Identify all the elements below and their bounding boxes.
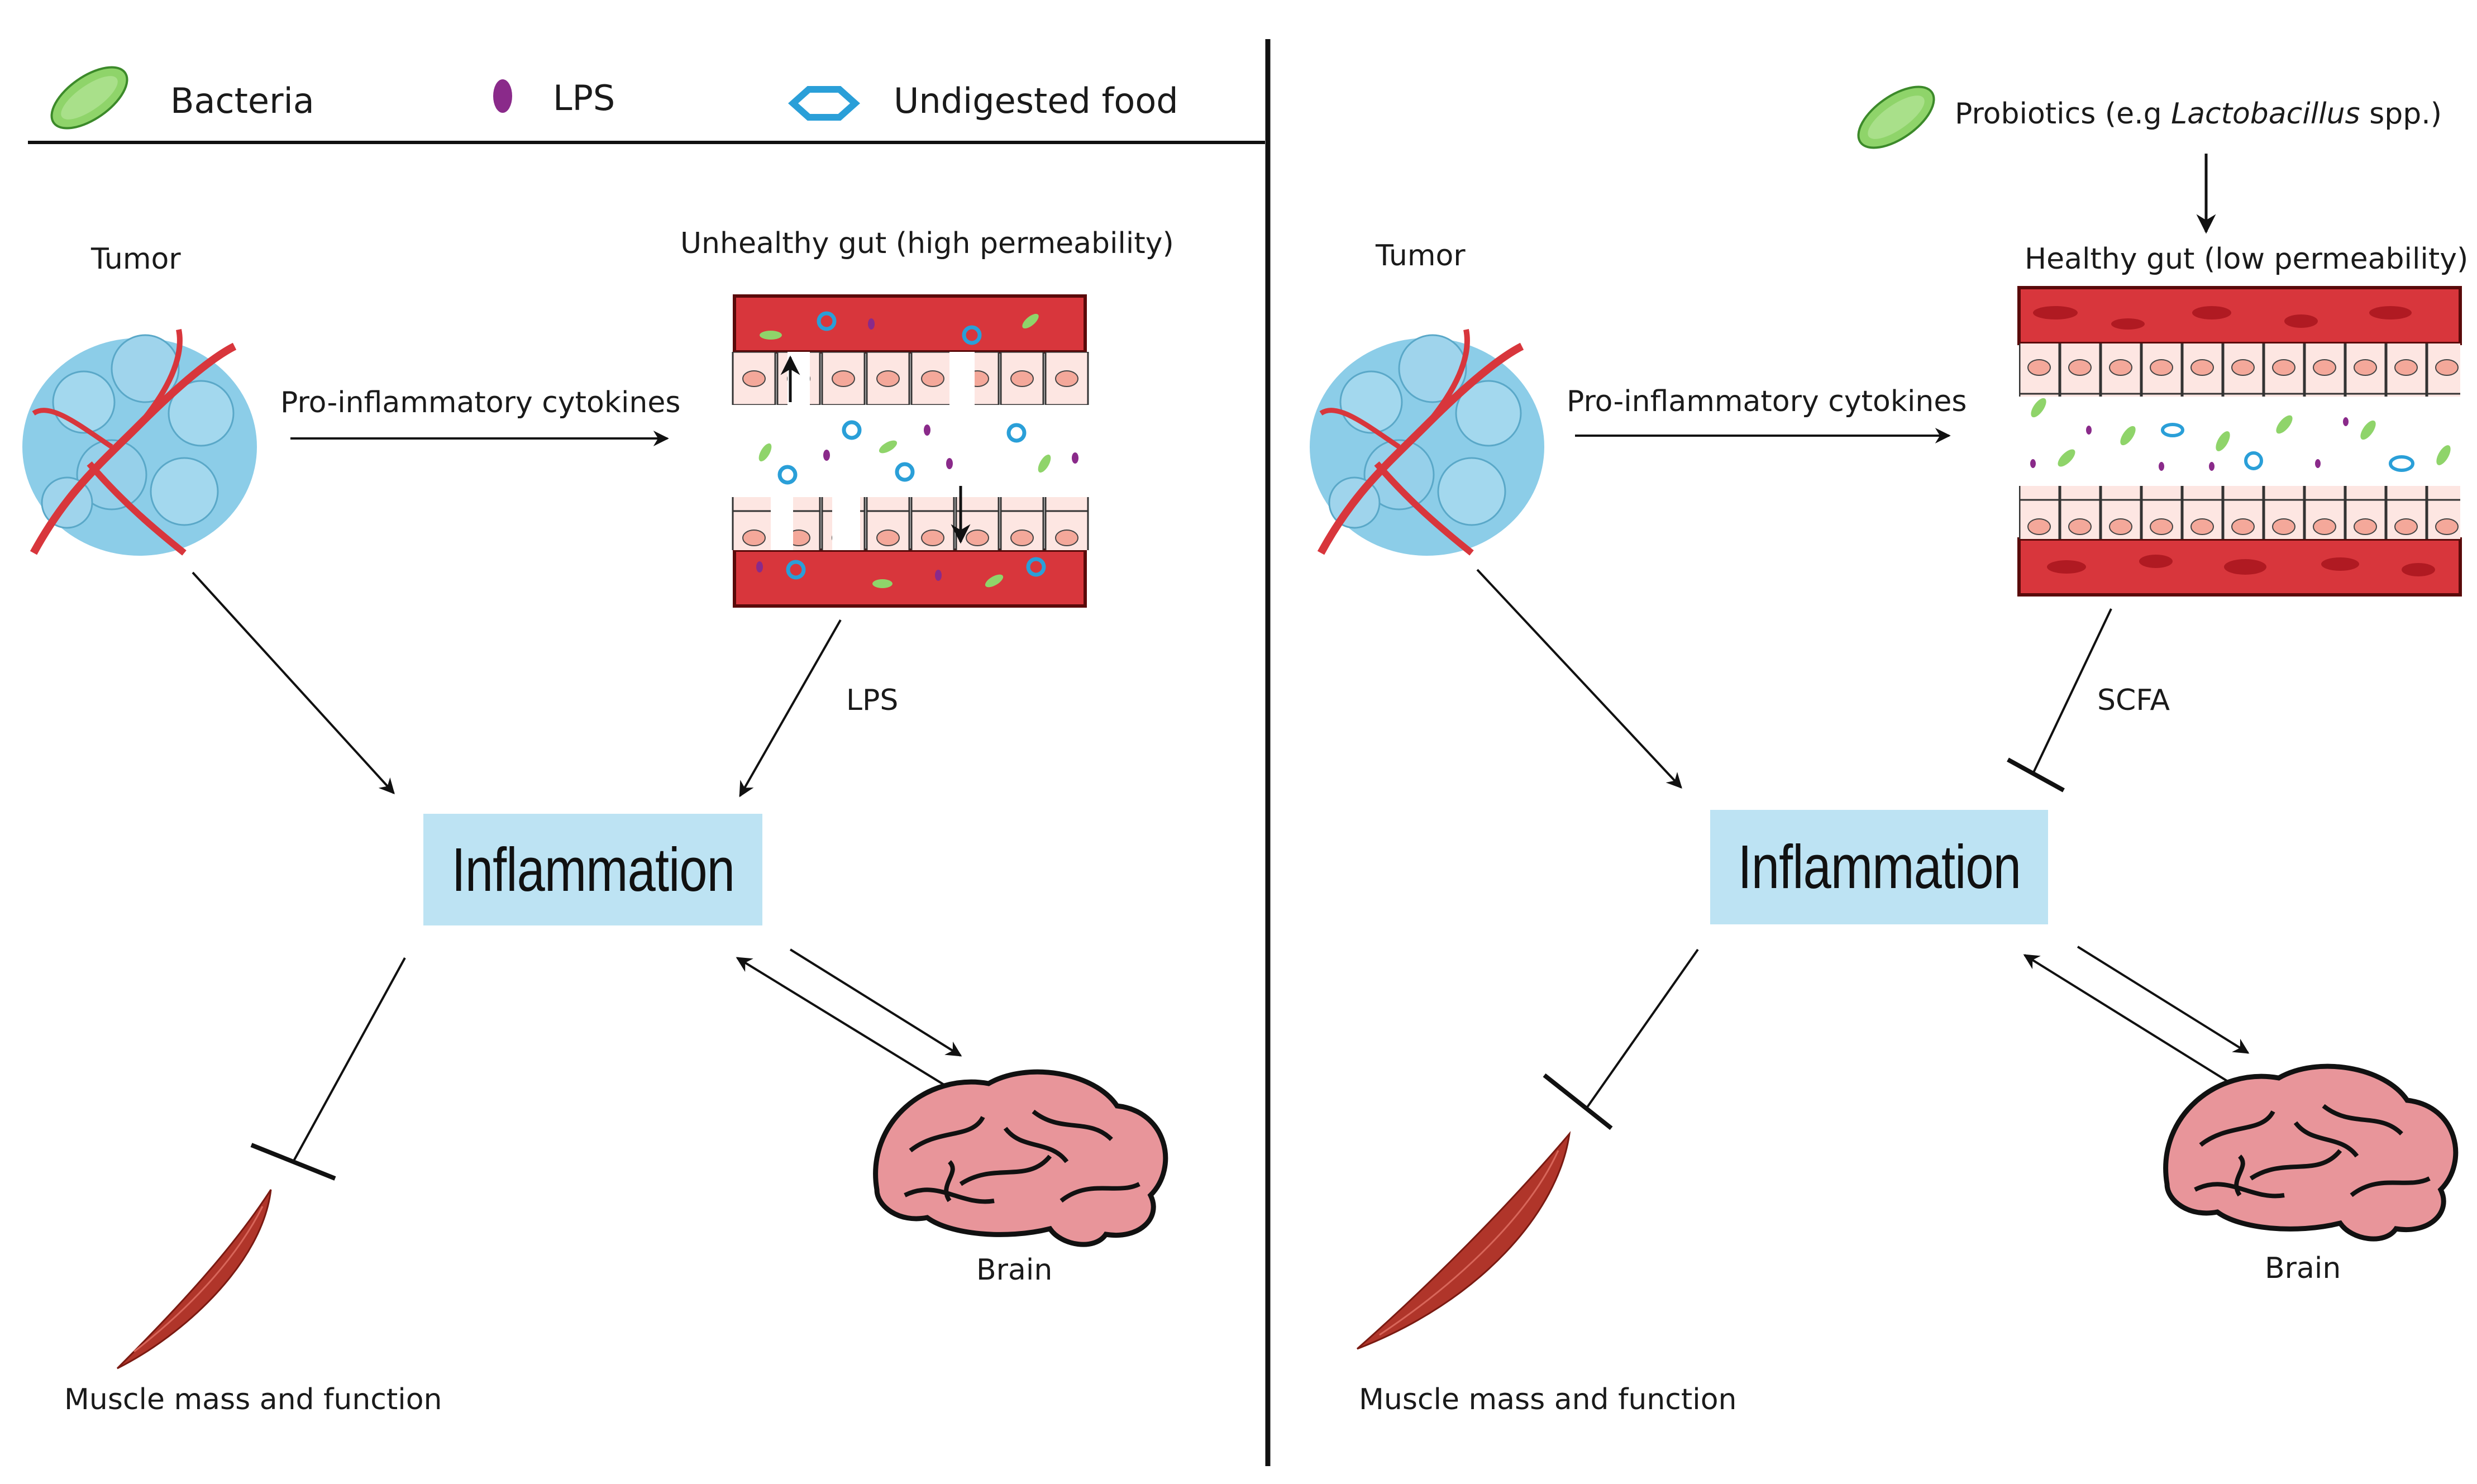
brain-to-inflammation-arrow-right — [2023, 954, 2232, 1085]
unhealthy-gut-illustration — [732, 294, 1089, 608]
inflammation-inhibits-muscle-right — [1585, 948, 1699, 1110]
lps-legend-icon — [493, 79, 512, 113]
brain-label-left: Brain — [976, 1253, 1053, 1287]
brain-icon-left — [873, 1069, 1168, 1247]
healthy-gut-illustration — [2017, 286, 2462, 597]
legend-lps-label: LPS — [553, 78, 615, 118]
undigested-food-legend-icon — [788, 86, 861, 121]
brain-label-right: Brain — [2265, 1252, 2341, 1285]
gut-to-inflammation-arrow-left — [739, 619, 842, 798]
probiotics-label: Probiotics (e.g Lactobacillus spp.) — [1955, 97, 2442, 131]
inflammation-label-right: Inflammation — [1738, 833, 2021, 901]
inhibition-bar-left — [250, 1143, 336, 1181]
cytokines-label-right: Pro-inflammatory cytokines — [1567, 385, 1967, 418]
tumor-to-inflammation-arrow-right — [1476, 569, 1682, 789]
gut-inhibits-inflammation-right — [2032, 608, 2112, 774]
legend-bacteria-label: Bacteria — [170, 80, 314, 121]
inflammation-box-right: Inflammation — [1710, 810, 2048, 924]
inhibition-bar-right — [1543, 1073, 1613, 1130]
brain-icon-right — [2163, 1063, 2459, 1242]
tumor-label-right: Tumor — [1376, 239, 1466, 273]
legend-undigested-food-label: Undigested food — [894, 80, 1178, 121]
inflammation-to-brain-arrow-right — [2077, 946, 2250, 1054]
tumor-icon-right — [1310, 329, 1544, 556]
muscle-icon-left — [116, 1189, 272, 1370]
inflammation-box-left: Inflammation — [423, 814, 762, 925]
probiotic-bacteria-icon — [1857, 85, 1935, 149]
cytokines-label-left: Pro-inflammatory cytokines — [280, 386, 681, 419]
tumor-label-left: Tumor — [91, 242, 181, 276]
lps-output-label: LPS — [846, 684, 899, 717]
muscle-label-right: Muscle mass and function — [1359, 1383, 1737, 1416]
inhibition-bar-scfa — [2007, 757, 2065, 793]
inflammation-inhibits-muscle-left — [292, 957, 406, 1162]
tumor-icon-left — [22, 329, 257, 556]
scfa-output-label: SCFA — [2097, 684, 2170, 717]
tumor-to-inflammation-arrow-left — [192, 571, 395, 795]
brain-to-inflammation-arrow-left — [736, 957, 948, 1087]
muscle-icon-right — [1357, 1131, 1571, 1350]
unhealthy-gut-title: Unhealthy gut (high permeability) — [680, 227, 1174, 260]
muscle-label-left: Muscle mass and function — [64, 1383, 442, 1416]
healthy-gut-title: Healthy gut (low permeability) — [2025, 242, 2469, 276]
inflammation-to-brain-arrow-left — [789, 948, 962, 1057]
bacteria-legend-icon — [50, 66, 128, 130]
inflammation-label-left: Inflammation — [451, 835, 734, 904]
